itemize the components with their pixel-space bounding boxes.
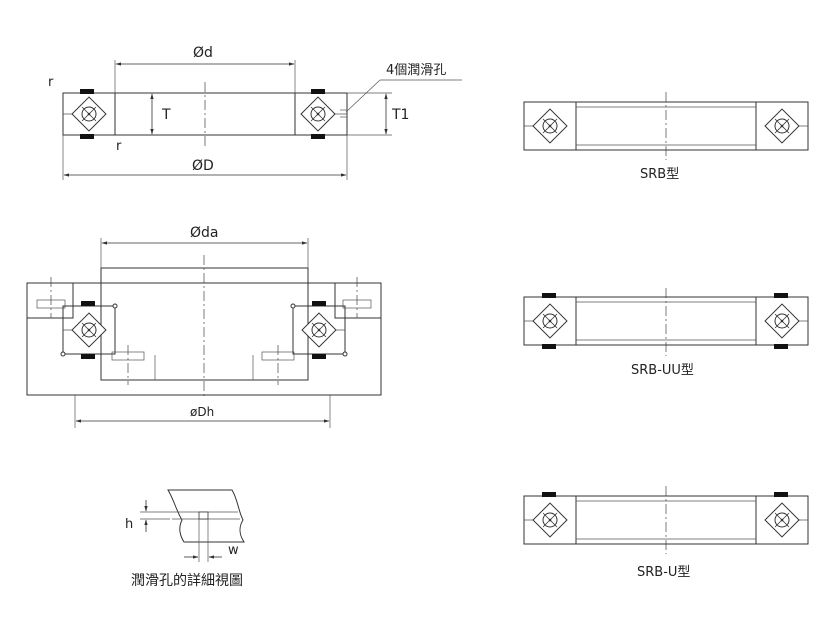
main-section-view [62,60,462,180]
srb-u-caption: SRB-U型 [637,565,690,580]
phi-D-label: ØD [192,158,214,174]
r-label-top: r [48,75,54,90]
T1-label: T1 [391,107,409,123]
oil-hole-detail [140,489,245,562]
phi-da-label: Øda [190,225,219,241]
oil-hole-label: 4個潤滑孔 [386,63,446,78]
r-label-bottom: r [116,139,122,154]
srb-drawing [523,92,809,160]
phi-Dh-label: øDh [190,405,214,419]
phi-d-label: Ød [193,45,213,61]
srb-u-drawing [523,486,809,554]
srb-uu-caption: SRB-UU型 [631,363,694,378]
T-label: T [161,107,171,123]
h-label: h [125,517,133,532]
mounting-view [26,238,382,428]
detail-caption: 潤滑孔的詳細視圖 [131,572,243,589]
w-label: w [228,543,239,558]
srb-uu-drawing [523,288,809,356]
srb-caption: SRB型 [640,167,679,182]
